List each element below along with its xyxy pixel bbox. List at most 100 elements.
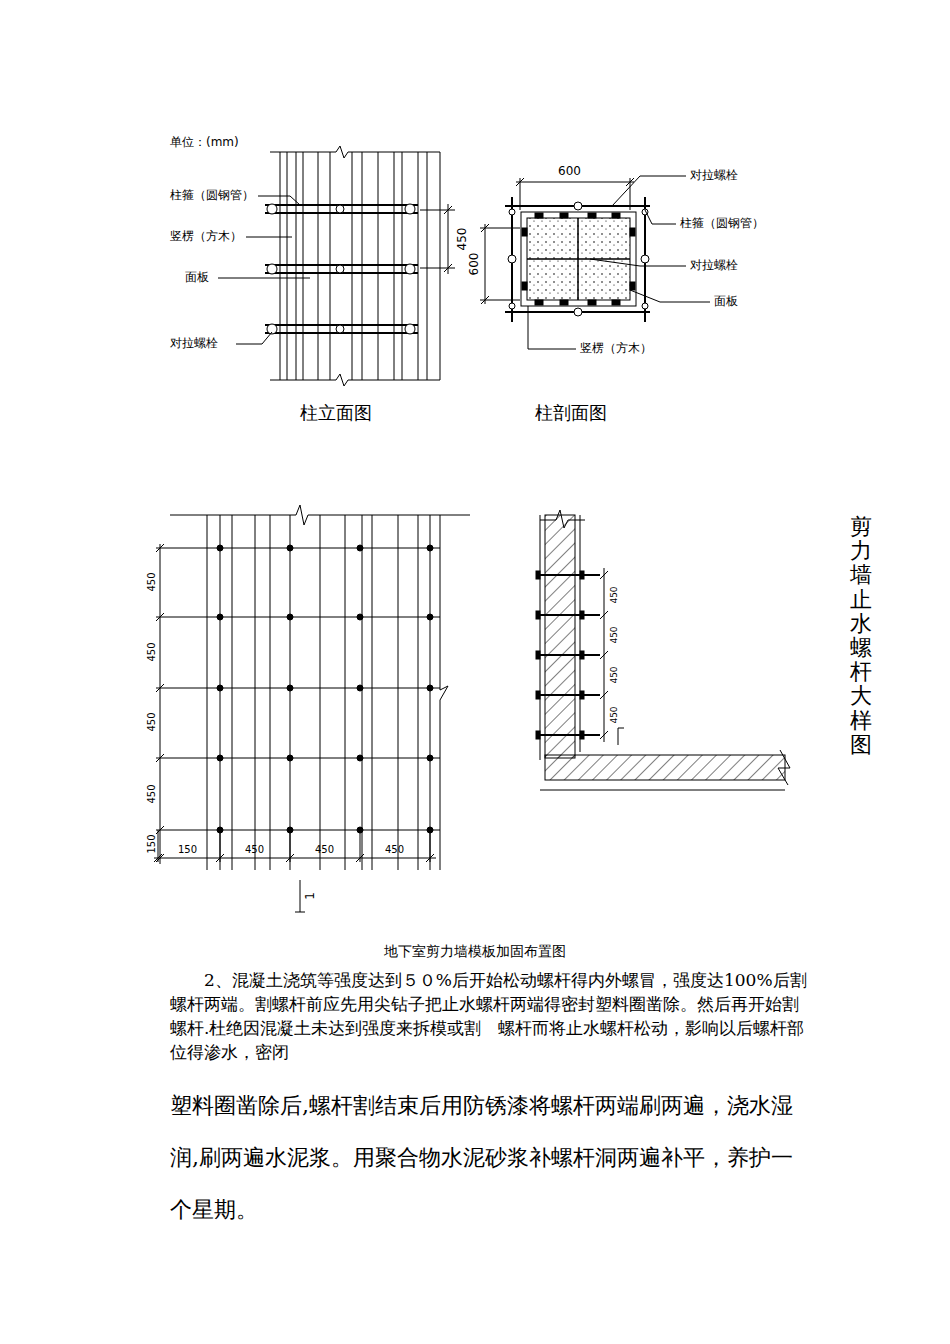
- part-name: 柱箍（圆钢管）: [680, 217, 764, 230]
- drawing-line: [357, 614, 363, 620]
- drawing-line: [267, 264, 277, 274]
- drawing-line: [156, 548, 440, 830]
- drawing-line: [536, 691, 540, 699]
- drawing-line: [536, 571, 540, 579]
- drawing-line: [287, 614, 293, 620]
- dimension: 450: [146, 642, 157, 661]
- dimension: 150: [178, 844, 197, 855]
- drawing-line: [527, 218, 630, 300]
- drawing-line: [509, 303, 515, 309]
- drawing-line: [287, 755, 293, 761]
- part-name: 竖楞（方木）: [580, 342, 652, 355]
- drawing-line: [618, 728, 624, 745]
- dimension: 450: [610, 666, 620, 683]
- drawing-line: [588, 213, 596, 218]
- drawing-line: [574, 308, 582, 316]
- body-text: 2、混凝土浇筑等强度达到５０%后开始松动螺杆得内外螺冒，强度达100%后割螺杆两…: [170, 968, 810, 1064]
- drawing-line: [521, 212, 636, 306]
- drawing-line: [535, 213, 543, 218]
- drawing-line: [156, 544, 164, 864]
- part-name: 对拉螺栓: [170, 337, 218, 350]
- drawing-line: [641, 255, 649, 263]
- drawing-line: [217, 755, 223, 761]
- drawing-line: [545, 515, 575, 758]
- drawing-line: [267, 204, 415, 334]
- drawing-line: [540, 510, 790, 790]
- body-text: 塑料圈凿除后,螺杆割结束后用防锈漆将螺杆两端刷两遍，浇水湿润,刷两遍水泥浆。用聚…: [170, 1080, 810, 1236]
- figure-title: 柱剖面图: [535, 403, 607, 423]
- drawing-line: [560, 300, 568, 305]
- drawing-line: [357, 755, 363, 761]
- caption: 地下室剪力墙模板加固布置图: [384, 944, 566, 959]
- drawing-line: [427, 755, 433, 761]
- dimension: 600: [558, 165, 581, 178]
- part-name: 对拉螺栓: [690, 169, 738, 182]
- drawing-line: [505, 197, 650, 322]
- drawing-line: [522, 228, 527, 236]
- drawing-line: [536, 651, 540, 659]
- drawing-line: [217, 685, 223, 691]
- drawing-line: [580, 611, 584, 619]
- drawing-line: [612, 300, 620, 305]
- drawing-line: [509, 209, 515, 215]
- drawing-line: [528, 176, 710, 349]
- drawing-line: [287, 545, 293, 551]
- drawing-line: [357, 545, 363, 551]
- drawing-line: [580, 651, 584, 659]
- dimension: 450: [146, 784, 157, 803]
- drawing-line: [267, 204, 277, 214]
- drawing-line: [580, 571, 584, 579]
- drawing-line: [336, 205, 344, 213]
- drawing-line: [287, 685, 293, 691]
- unit-note: 单位：(mm): [170, 136, 239, 149]
- drawing-line: [427, 685, 433, 691]
- drawing-line: [217, 545, 223, 551]
- drawing-line: [420, 204, 455, 274]
- section-mark: 1: [304, 892, 317, 900]
- vertical-title: 剪力墙止水螺杆大样图: [850, 515, 872, 757]
- drawing-line: [508, 202, 649, 316]
- part-name: 面板: [714, 295, 738, 308]
- drawing-line: [580, 731, 584, 739]
- drawing-line: [154, 830, 436, 862]
- column-section: [480, 176, 710, 349]
- dimension: 450: [146, 712, 157, 731]
- drawing-line: [527, 218, 630, 300]
- column-elevation: [218, 146, 455, 386]
- part-name: 对拉螺栓: [690, 259, 738, 272]
- drawing-line: [580, 691, 584, 699]
- drawing-line: [522, 282, 527, 290]
- drawing-line: [536, 571, 584, 739]
- drawing-line: [574, 202, 582, 210]
- figure-title: 柱立面图: [300, 403, 372, 423]
- wall-section: [536, 510, 790, 790]
- drawing-line: [535, 300, 543, 305]
- drawing-line: [265, 205, 418, 333]
- drawing-line: [357, 685, 363, 691]
- wall-elevation: [154, 505, 470, 912]
- part-name: 面板: [185, 271, 209, 284]
- drawing-line: [642, 303, 648, 309]
- dimension: 450: [610, 626, 620, 643]
- dimension: 450: [146, 572, 157, 591]
- drawing-line: [516, 178, 634, 210]
- drawing-line: [560, 213, 568, 218]
- drawing-line: [218, 196, 310, 344]
- dimension: 450: [610, 706, 620, 723]
- drawing-line: [536, 731, 540, 739]
- dimension: 450: [385, 844, 404, 855]
- part-name: 柱箍（圆钢管）: [170, 189, 254, 202]
- drawing-line: [217, 614, 223, 620]
- drawing-line: [536, 611, 540, 619]
- part-name: 竖楞（方木）: [170, 230, 242, 243]
- drawing-line: [508, 255, 516, 263]
- drawing-line: [336, 325, 344, 333]
- drawing-line: [480, 224, 520, 304]
- drawing-line: [427, 614, 433, 620]
- dimension: 450: [610, 586, 620, 603]
- dimension: 450: [245, 844, 264, 855]
- dimension: 450: [456, 228, 469, 251]
- drawing-line: [217, 545, 433, 833]
- drawing-line: [336, 265, 344, 273]
